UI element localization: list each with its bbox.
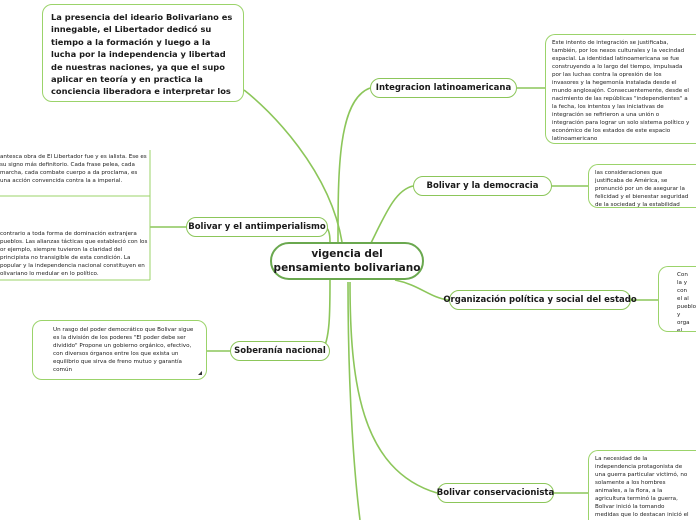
link-democracia [369,185,414,246]
note-soberania[interactable]: Un rasgo del poder democrático que Boliv… [32,320,207,380]
note-organizacion[interactable]: Con la y con el al pueblo y orga el obje… [658,266,696,332]
note-ideario-text: La presencia del ideario Bolivariano es … [51,12,233,101]
topic-soberania-nacional[interactable]: Soberanía nacional [230,341,330,361]
note-conservacionista[interactable]: La necesidad de la independencia protago… [588,450,696,520]
note-antiimperialismo-2-text: contrario a toda forma de dominación ext… [0,231,148,277]
topic-bolivar-antiimperialismo[interactable]: Bolivar y el antiimperialismo [186,217,328,237]
central-topic[interactable]: vigencia del pensamiento bolivariano [270,242,424,280]
link-ideario [243,89,343,243]
note-integracion-text: Este intento de integración se justifica… [552,40,690,142]
note-antiimperialismo-1-text: antesca obra de El Libertador fue y es i… [0,154,147,184]
link-bottom [347,281,361,520]
note-democracia-text: las consideraciones que justificaba de A… [595,170,689,208]
topic-integracion-latinoamericana[interactable]: Integracion latinoamericana [370,78,517,98]
topic-integracion-label: Integracion latinoamericana [375,83,512,93]
note-democracia[interactable]: las consideraciones que justificaba de A… [588,164,696,208]
note-antiimperialismo-1[interactable]: antesca obra de El Libertador fue y es i… [0,153,148,195]
central-topic-label: vigencia del pensamiento bolivariano [273,248,421,274]
note-organizacion-text: Con la y con el al pueblo y orga el obje… [677,272,696,332]
topic-antiimperialismo-label: Bolivar y el antiimperialismo [188,222,326,232]
link-integracion [337,87,371,243]
topic-bolivar-conservacionista[interactable]: Bolivar conservacionista [437,483,554,503]
topic-organizacion-politica[interactable]: Organización política y social del estad… [443,290,637,310]
note-conservacionista-text: La necesidad de la independencia protago… [595,456,689,518]
resize-handle-icon[interactable] [198,371,202,375]
note-antiimperialismo-2[interactable]: contrario a toda forma de dominación ext… [0,230,148,278]
link-conservacionista [349,281,438,494]
topic-conservacionista-label: Bolivar conservacionista [436,488,555,498]
topic-soberania-label: Soberanía nacional [234,346,326,356]
note-soberania-text: Un rasgo del poder democrático que Boliv… [53,327,194,373]
note-integracion[interactable]: Este intento de integración se justifica… [545,34,696,144]
link-soberania [321,279,331,352]
note-ideario-bolivariano[interactable]: La presencia del ideario Bolivariano es … [42,4,244,102]
topic-democracia-label: Bolivar y la democracia [426,181,539,191]
topic-bolivar-democracia[interactable]: Bolivar y la democracia [413,176,552,196]
link-organizacion [394,279,450,301]
topic-organizacion-label: Organización política y social del estad… [443,295,637,305]
